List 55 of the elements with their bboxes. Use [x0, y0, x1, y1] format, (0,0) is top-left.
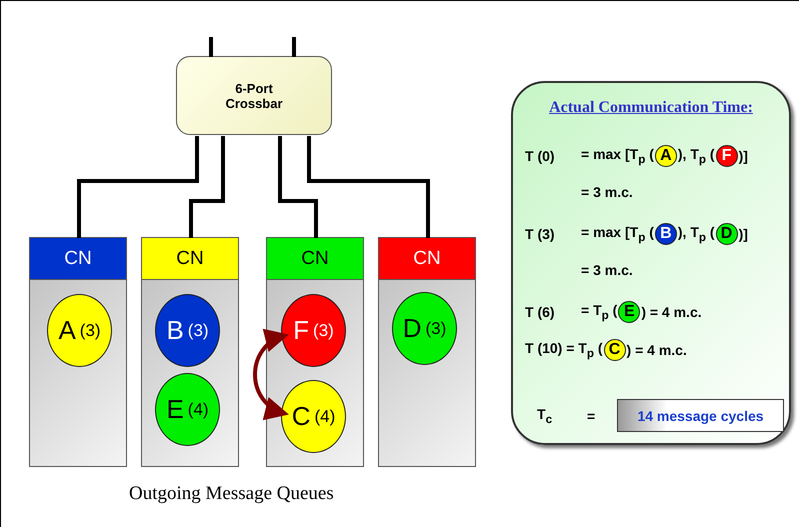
connection-line — [189, 136, 225, 238]
message-length: (4) — [314, 406, 336, 426]
equation-text: T (0) — [525, 148, 556, 164]
message-badge: A — [654, 145, 677, 167]
equation-text: )] — [738, 148, 748, 164]
connection-line — [77, 136, 199, 238]
connection-line — [307, 136, 430, 238]
message-badge: E — [618, 301, 640, 323]
equation-text: T (6) — [525, 304, 556, 320]
message-letter: E — [166, 394, 184, 425]
equation-text: = 3 m.c. — [581, 262, 633, 278]
panel-heading: Actual Communication Time: — [548, 99, 754, 117]
result-box: 14 message cycles — [617, 399, 784, 432]
connection-line — [209, 37, 213, 57]
message-badge: F — [716, 145, 738, 167]
message-letter: B — [166, 315, 184, 346]
arrow — [253, 331, 289, 418]
message-letter: D — [402, 313, 422, 344]
crossbar-box: 6-Port Crossbar — [176, 56, 332, 135]
message-letter: F — [293, 315, 310, 346]
equation-text: )] — [738, 226, 748, 242]
queue-column — [266, 237, 364, 467]
equation-text: = — [587, 408, 596, 424]
equation-text: = T$_{p}$ ( — [581, 302, 618, 322]
equation-text: = max [T$_{p}$ ( — [581, 224, 654, 244]
queue-column — [29, 237, 127, 467]
message-letter: A — [58, 315, 76, 346]
message-badge: D — [716, 223, 738, 245]
column-header: CN — [266, 237, 364, 280]
equation-text: T$_{c}$ — [537, 406, 554, 426]
message-length: (3) — [188, 320, 209, 340]
column-header: CN — [29, 237, 127, 280]
equation-text: ), T$_{p}$ ( — [678, 146, 715, 166]
equation-text: ), T$_{p}$ ( — [678, 224, 715, 244]
message-length: (3) — [426, 318, 446, 338]
column-header: CN — [378, 237, 476, 280]
column-header: CN — [141, 237, 239, 280]
panel-background — [511, 81, 791, 445]
equation-text: ) = 4 m.c. — [641, 304, 702, 320]
connection-line — [292, 37, 296, 57]
equation-text: = max [T$_{p}$ ( — [581, 146, 654, 166]
connection-line — [278, 136, 318, 238]
equation-text: = 3 m.c. — [581, 184, 633, 200]
message-length: (4) — [188, 400, 209, 420]
queue-column — [141, 237, 239, 467]
queue-column — [378, 237, 476, 467]
message-length: (3) — [313, 320, 334, 340]
message-letter: C — [292, 401, 310, 432]
message-badge: B — [654, 223, 677, 245]
equation-text: T (10) = T$_{p}$ ( — [525, 340, 603, 360]
equation-text: ) = 4 m.c. — [626, 342, 687, 358]
equation-text: T (3) — [525, 226, 556, 242]
message-badge: C — [604, 339, 626, 361]
caption: Outgoing Message Queues — [129, 483, 334, 505]
message-length: (3) — [80, 320, 101, 340]
